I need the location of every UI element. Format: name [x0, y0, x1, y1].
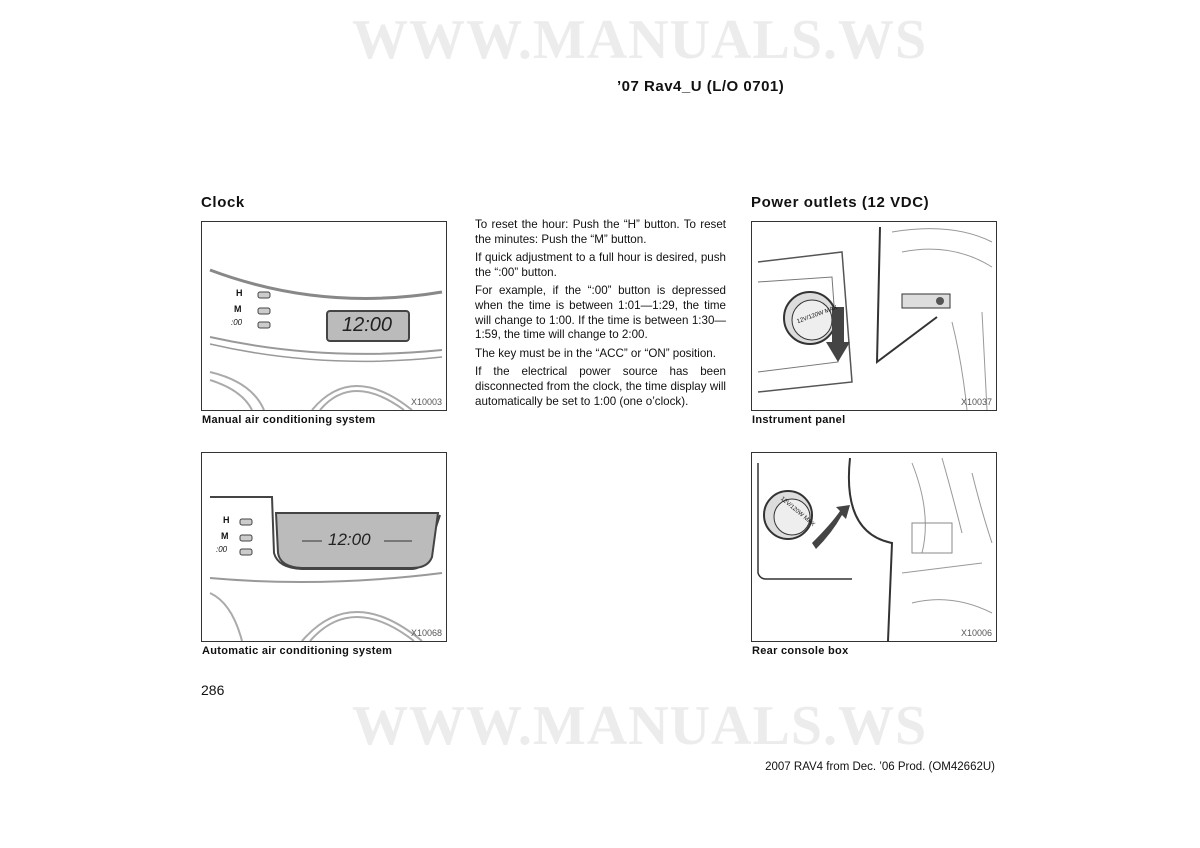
auto-ac-clock-figure: H M :00 12:00 X10068 — [201, 452, 447, 642]
paragraph: If the electrical power source has been … — [475, 365, 726, 408]
page-header: ’07 Rav4_U (L/O 0701) — [617, 78, 785, 95]
figure-code: X10037 — [960, 397, 992, 407]
manual-ac-clock-figure: H M :00 12:00 X10003 — [201, 221, 447, 411]
page-footer: 2007 RAV4 from Dec. ’06 Prod. (OM42662U) — [765, 761, 995, 773]
figure-caption: Manual air conditioning system — [202, 414, 376, 426]
zero-button-label: :00 — [231, 318, 243, 327]
figure-caption: Instrument panel — [752, 414, 846, 426]
clock-display: 12:00 — [328, 530, 371, 549]
clock-instructions: To reset the hour: Push the “H” button. … — [475, 218, 726, 413]
figure-code: X10068 — [410, 628, 442, 638]
minute-button-label: M — [221, 531, 229, 541]
paragraph: For example, if the “:00” button is depr… — [475, 284, 726, 342]
rear-console-figure: 12V/120W MAX X10006 — [751, 452, 997, 642]
page-number: 286 — [201, 682, 225, 698]
watermark-bottom: WWW.MANUALS.WS — [352, 695, 928, 757]
figure-code: X10006 — [960, 628, 992, 638]
zero-button-label: :00 — [216, 545, 228, 554]
minute-button-label: M — [234, 304, 242, 314]
paragraph: To reset the hour: Push the “H” button. … — [475, 218, 726, 246]
paragraph: The key must be in the “ACC” or “ON” pos… — [475, 346, 716, 360]
figure-caption: Rear console box — [752, 645, 849, 657]
clock-heading: Clock — [201, 194, 245, 211]
hour-button-label: H — [223, 515, 230, 525]
hour-button-label: H — [236, 288, 243, 298]
figure-code: X10003 — [410, 397, 442, 407]
figure-caption: Automatic air conditioning system — [202, 645, 393, 657]
clock-display: 12:00 — [342, 314, 393, 336]
watermark-top: WWW.MANUALS.WS — [352, 9, 928, 71]
instrument-panel-figure: 12V/120W MAX X10037 — [751, 221, 997, 411]
power-outlets-heading: Power outlets (12 VDC) — [751, 194, 930, 211]
paragraph: If quick adjustment to a full hour is de… — [475, 251, 726, 279]
